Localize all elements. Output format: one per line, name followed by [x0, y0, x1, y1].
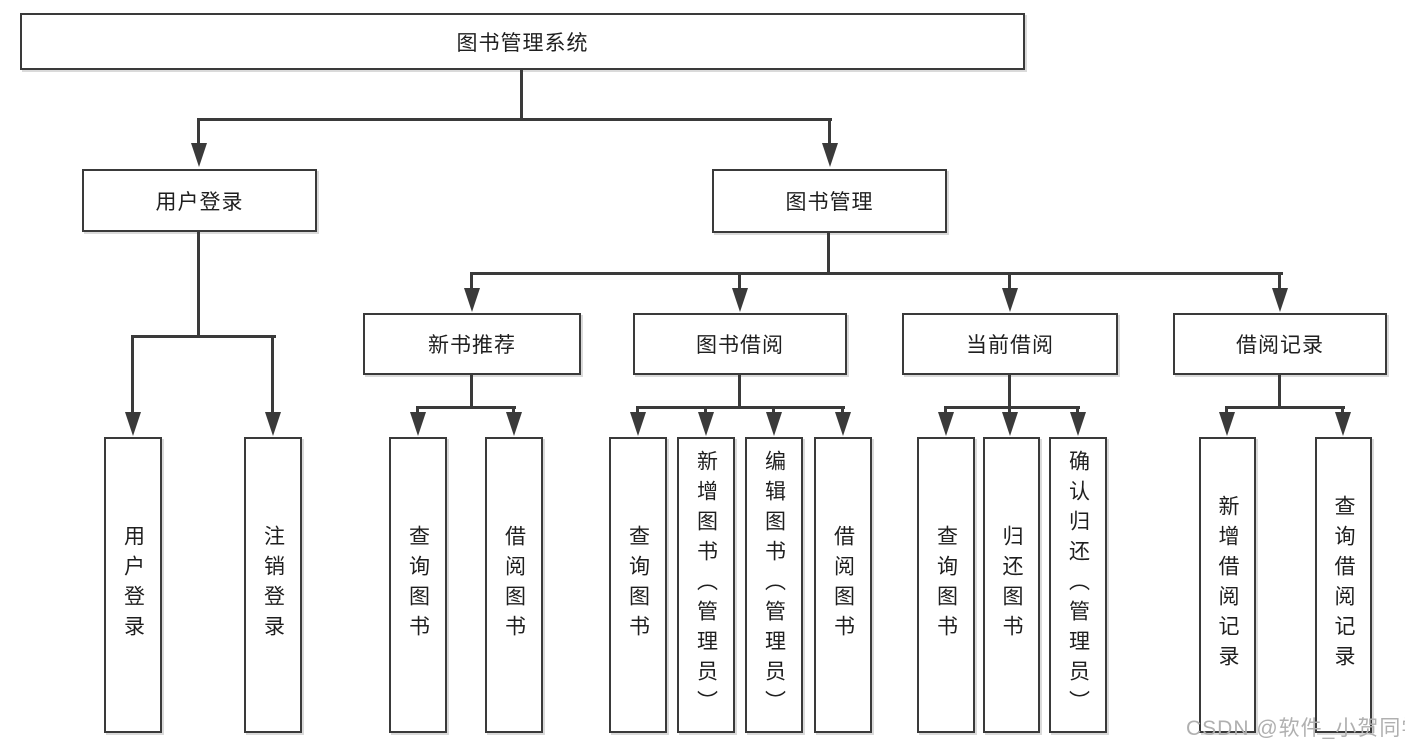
leaf-label: 新增借阅记录: [1216, 495, 1239, 675]
connector-line: [197, 119, 200, 143]
leaf-label: 新增图书（管理员）: [694, 450, 718, 720]
leaf-return-books: 归还图书: [983, 437, 1040, 733]
leaf-recommend-query-books: 查询图书: [389, 437, 447, 733]
leaf-label: 查询图书: [934, 525, 958, 645]
connector-line: [197, 232, 200, 337]
connector-line: [416, 406, 516, 409]
leaf-label: 注销登录: [261, 525, 285, 645]
arrowhead-icon: [265, 412, 281, 436]
node-current-borrowing: 当前借阅: [902, 313, 1118, 375]
node-new-book-recommend: 新书推荐: [363, 313, 581, 375]
node-label: 新书推荐: [428, 334, 516, 357]
connector-line: [520, 70, 523, 120]
connector-line: [271, 336, 274, 413]
arrowhead-icon: [1272, 288, 1288, 312]
arrowhead-icon: [1002, 412, 1018, 436]
connector-line: [512, 407, 515, 414]
leaf-label: 用户登录: [121, 525, 145, 645]
arrowhead-icon: [125, 412, 141, 436]
connector-line: [1008, 407, 1011, 414]
arrowhead-icon: [1335, 412, 1351, 436]
connector-line: [470, 375, 473, 409]
node-borrowing-records: 借阅记录: [1173, 313, 1387, 375]
leaf-label: 借阅图书: [502, 525, 526, 645]
leaf-label: 查询借阅记录: [1332, 495, 1355, 675]
leaf-label: 归还图书: [1000, 525, 1023, 645]
node-label: 图书管理: [785, 191, 874, 214]
arrowhead-icon: [1002, 288, 1018, 312]
csdn-watermark: CSDN @软件_小贺同学: [1186, 717, 1405, 740]
connector-line: [1225, 406, 1345, 409]
arrowhead-icon: [506, 412, 522, 436]
node-root-label: 图书管理系统: [456, 31, 589, 55]
arrowhead-icon: [1070, 412, 1086, 436]
leaf-confirm-return-admin: 确认归还（管理员）: [1049, 437, 1107, 733]
leaf-label: 借阅图书: [831, 525, 855, 645]
node-label: 当前借阅: [966, 334, 1054, 357]
arrowhead-icon: [1219, 412, 1235, 436]
connector-line: [738, 273, 741, 289]
connector-line: [131, 336, 134, 413]
leaf-current-query-books: 查询图书: [917, 437, 975, 733]
connector-line: [1225, 407, 1228, 414]
leaf-logout: 注销登录: [244, 437, 302, 733]
node-label: 用户登录: [155, 190, 244, 214]
arrowhead-icon: [464, 288, 480, 312]
leaf-recommend-borrow-books: 借阅图书: [485, 437, 543, 733]
node-user-login-module: 用户登录: [82, 169, 317, 232]
leaf-label: 编辑图书（管理员）: [762, 450, 786, 720]
leaf-borrow-books: 借阅图书: [814, 437, 872, 733]
leaf-query-borrow-record: 查询借阅记录: [1315, 437, 1372, 733]
arrowhead-icon: [766, 412, 782, 436]
connector-line: [636, 407, 639, 414]
leaf-label: 查询图书: [406, 525, 430, 645]
connector-line: [470, 273, 473, 289]
leaf-user-login: 用户登录: [104, 437, 162, 733]
node-label: 借阅记录: [1236, 334, 1324, 357]
arrowhead-icon: [191, 143, 207, 167]
leaf-label: 查询图书: [626, 525, 650, 645]
connector-line: [704, 407, 707, 414]
connector-line: [944, 407, 947, 414]
arrowhead-icon: [410, 412, 426, 436]
connector-line: [636, 406, 845, 409]
connector-line: [1278, 375, 1281, 409]
connector-line: [1278, 273, 1281, 289]
connector-line: [416, 407, 419, 414]
arrowhead-icon: [938, 412, 954, 436]
node-root-system: 图书管理系统: [20, 13, 1025, 70]
connector-line: [944, 406, 1080, 409]
node-label: 图书借阅: [696, 334, 784, 357]
connector-line: [1076, 407, 1079, 414]
connector-line: [738, 375, 741, 409]
connector-line: [197, 118, 832, 121]
connector-line: [1008, 375, 1011, 409]
arrowhead-icon: [732, 288, 748, 312]
leaf-borrow-query-books: 查询图书: [609, 437, 667, 733]
connector-line: [1341, 407, 1344, 414]
connector-line: [131, 335, 276, 338]
arrowhead-icon: [835, 412, 851, 436]
arrowhead-icon: [698, 412, 714, 436]
connector-line: [1008, 273, 1011, 289]
connector-line: [828, 119, 831, 143]
connector-line: [772, 407, 775, 414]
connector-line: [470, 272, 1283, 275]
arrowhead-icon: [630, 412, 646, 436]
leaf-edit-books-admin: 编辑图书（管理员）: [745, 437, 803, 733]
connector-line: [841, 407, 844, 414]
leaf-add-books-admin: 新增图书（管理员）: [677, 437, 735, 733]
arrowhead-icon: [822, 143, 838, 167]
leaf-add-borrow-record: 新增借阅记录: [1199, 437, 1256, 733]
node-book-management-module: 图书管理: [712, 169, 947, 233]
node-book-borrowing: 图书借阅: [633, 313, 847, 375]
connector-line: [827, 233, 830, 274]
leaf-label: 确认归还（管理员）: [1066, 450, 1090, 720]
